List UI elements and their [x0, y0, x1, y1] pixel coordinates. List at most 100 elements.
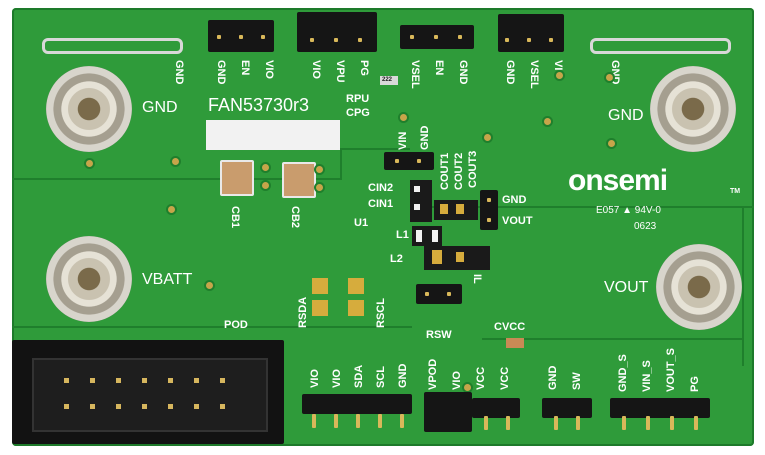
label-h2-vio: VIO: [451, 371, 463, 390]
header-vcc[interactable]: [472, 398, 520, 418]
header-pin: [506, 416, 510, 430]
brand-logo: onsemi: [568, 164, 668, 197]
label-j2-pg: PG: [358, 60, 370, 76]
header-pin: [312, 414, 316, 428]
label-corner-gnd-left: GND: [173, 60, 185, 85]
resistor-rscl-pad: [348, 300, 364, 316]
label-h3-gnd: GND: [547, 365, 559, 390]
pod-connector-key: [32, 358, 268, 432]
label-j1-en: EN: [239, 60, 251, 76]
via: [262, 164, 269, 171]
via: [316, 184, 323, 191]
header-pin: [447, 292, 451, 296]
label-j2-vpu: VPU: [334, 60, 346, 83]
label-h4-vin-s: VIN_S: [641, 360, 653, 392]
via: [262, 182, 269, 189]
label-h2-vcc-2: VCC: [499, 366, 511, 390]
pod-pin: [116, 404, 121, 409]
label-rsda: RSDA: [297, 296, 309, 328]
label-date-code: 0623: [634, 221, 657, 232]
header-pin: [395, 159, 399, 163]
label-j1-vio: VIO: [263, 60, 275, 79]
header-rsw[interactable]: [416, 284, 462, 304]
via: [464, 384, 471, 391]
capacitor-cb1: [220, 160, 254, 196]
label-gnd-center: GND: [419, 125, 431, 150]
plane-divider-right: [432, 206, 754, 208]
plane-divider-lower-right: [482, 338, 744, 340]
header-pin: [554, 416, 558, 430]
terminal-post-gnd-left[interactable]: [46, 66, 132, 152]
pod-pin: [194, 404, 199, 409]
header-pin: [484, 416, 488, 430]
smd-pad: [432, 230, 438, 242]
label-pod: POD: [224, 319, 248, 331]
smd-pad: [432, 250, 442, 264]
plane-divider-right-vert: [742, 206, 744, 366]
header-pin: [549, 38, 553, 42]
plane-divider-mid: [340, 148, 342, 180]
header-pin: [576, 416, 580, 430]
header-vin-gnd[interactable]: [384, 152, 434, 170]
label-h1-vio-1: VIO: [309, 369, 321, 388]
header-sense[interactable]: [610, 398, 710, 418]
label-j1-gnd: GND: [215, 60, 227, 85]
label-cvcc: CVCC: [494, 321, 526, 333]
pod-pin: [168, 378, 173, 383]
label-gnd-right: GND: [502, 194, 527, 206]
via: [606, 74, 613, 81]
header-pin: [334, 414, 338, 428]
label-u1: U1: [354, 217, 369, 229]
resistor-rsda-pad: [312, 278, 328, 294]
label-post-gnd-right: GND: [608, 107, 644, 124]
resistor-rscl-pad: [348, 278, 364, 294]
header-pin: [487, 198, 491, 202]
test-hook-right[interactable]: [590, 38, 731, 54]
label-vout-right: VOUT: [502, 215, 533, 227]
label-cout3: COUT3: [467, 150, 479, 188]
header-pin: [694, 416, 698, 430]
header-pin: [527, 38, 531, 42]
terminal-post-gnd-right[interactable]: [650, 66, 736, 152]
label-h4-pg: PG: [689, 376, 701, 392]
label-h1-sda: SDA: [353, 364, 365, 388]
label-h4-gnd-s: GND_S: [617, 354, 629, 392]
smd-pad: [456, 252, 464, 262]
header-pin: [505, 38, 509, 42]
label-h1-gnd: GND: [397, 363, 409, 388]
label-post-vout: VOUT: [604, 279, 649, 296]
label-cb2: CB2: [289, 206, 301, 229]
label-rscl: RSCL: [375, 298, 387, 328]
via: [206, 282, 213, 289]
label-post-vbatt: VBATT: [142, 271, 193, 288]
pod-pin: [116, 378, 121, 383]
header-i2c[interactable]: [302, 394, 412, 414]
pod-pin: [220, 378, 225, 383]
header-pin: [217, 35, 221, 39]
via: [484, 134, 491, 141]
resistor-r222: [380, 76, 398, 85]
label-il: IL: [471, 274, 483, 284]
via: [400, 114, 407, 121]
header-vcc-jumper[interactable]: [424, 392, 472, 432]
header-j4[interactable]: [498, 14, 564, 52]
header-gnd-vout[interactable]: [480, 190, 498, 230]
header-j2[interactable]: [297, 12, 377, 52]
test-hook-left[interactable]: [42, 38, 183, 54]
header-pin: [417, 159, 421, 163]
pod-pin: [90, 404, 95, 409]
smd-pad: [414, 186, 420, 192]
header-sw[interactable]: [542, 398, 592, 418]
terminal-post-vout[interactable]: [656, 244, 742, 330]
header-pin: [400, 414, 404, 428]
pod-pin: [64, 378, 69, 383]
label-j3-en: EN: [433, 60, 445, 76]
plane-divider-top-left: [12, 178, 342, 180]
serial-label-area: [206, 120, 340, 150]
label-rpu: RPU: [346, 93, 370, 105]
brand-tm: TM: [730, 188, 741, 195]
terminal-post-vbatt[interactable]: [46, 236, 132, 322]
header-pin: [458, 35, 462, 39]
pod-pin: [142, 404, 147, 409]
label-j4-vsel: VSEL: [528, 60, 540, 89]
